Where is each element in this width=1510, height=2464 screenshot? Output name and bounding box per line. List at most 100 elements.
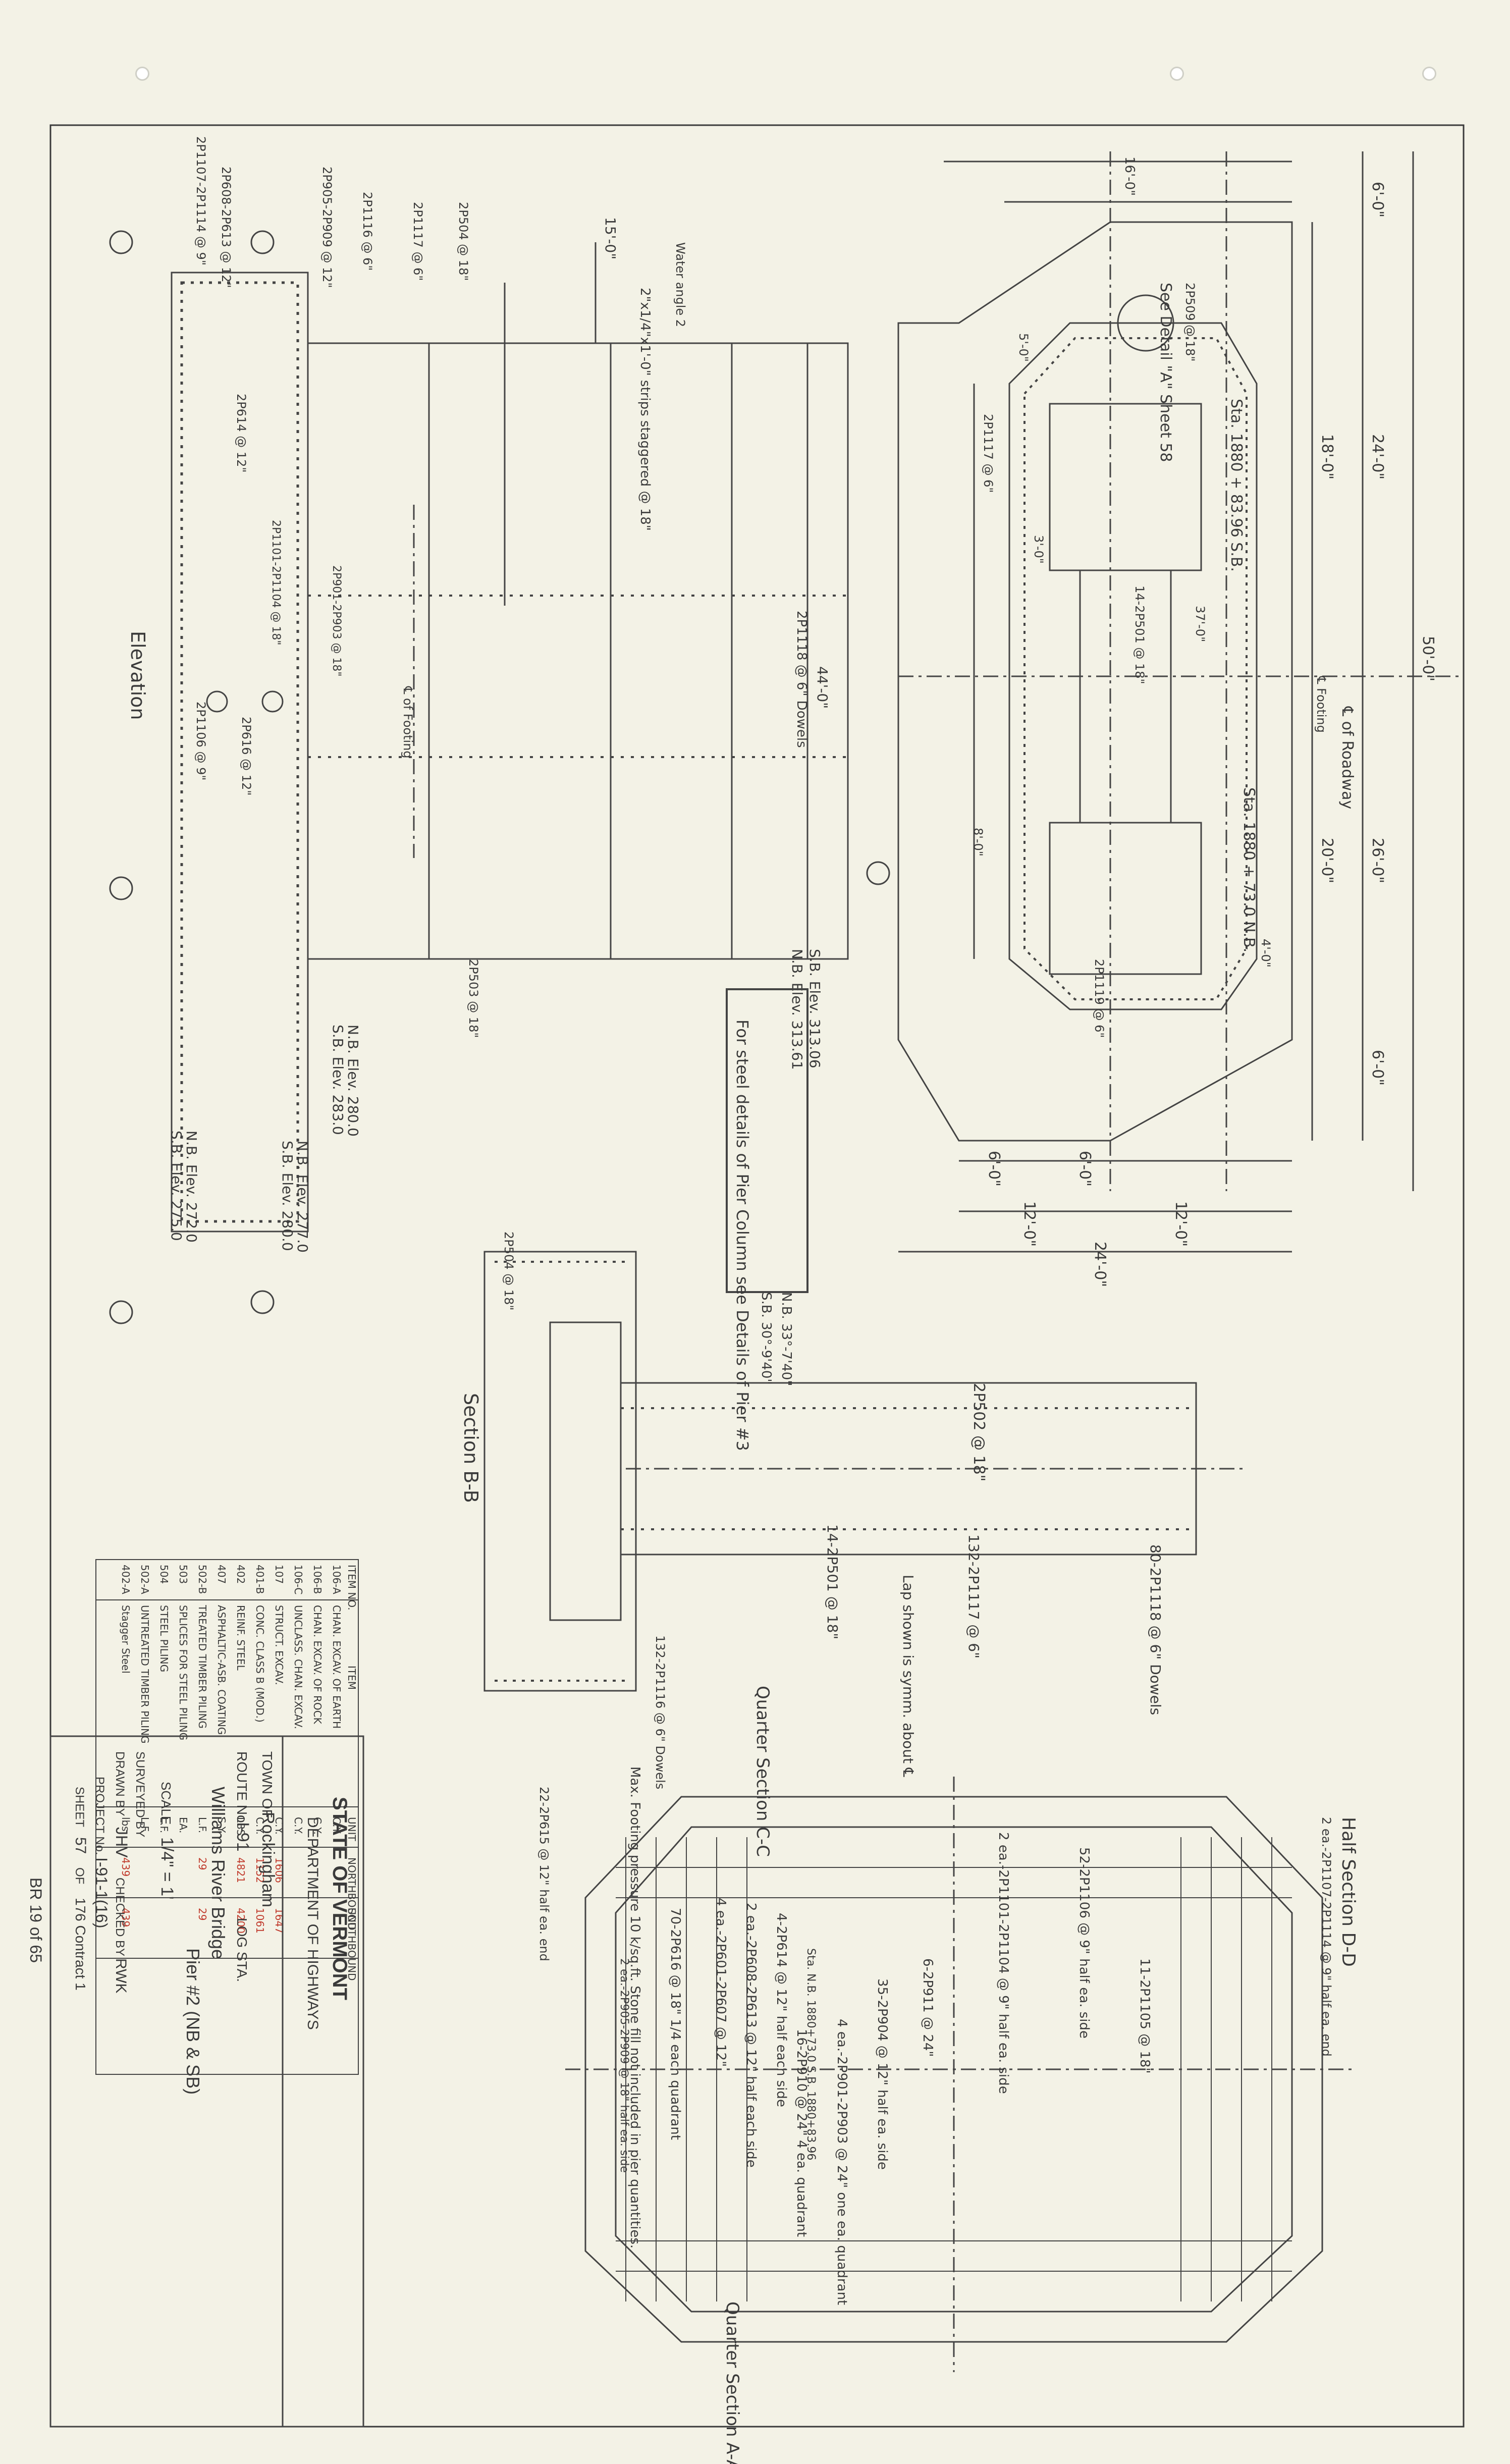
table-cell-southbound: 4200 xyxy=(235,1908,247,1934)
binder-hole xyxy=(1422,67,1436,81)
surveyed-by-label: SURVEYED BY xyxy=(133,1751,147,1837)
dim-24b: 24'-0" xyxy=(1091,1242,1109,1287)
checked-by-label: CHECKED BY xyxy=(113,1878,127,1956)
label-sb-elev-275: S.B. Elev. 275.0 xyxy=(168,1131,185,1241)
project-label: PROJECT No. xyxy=(93,1777,106,1855)
quarter-section-aa xyxy=(565,1777,1353,2372)
bar-2p502: 2P502 @ 18" xyxy=(970,1383,988,1481)
elevation-labels: Elevation 15'-0" 44'-0" 2"x1/4"x1'-0" st… xyxy=(127,136,831,1253)
view-title-half-section-dd: Half Section D-D xyxy=(1338,1817,1359,1967)
drawn-by-value: JHV xyxy=(113,1827,131,1858)
table-cell-item-no: 107 xyxy=(273,1565,285,1584)
label-nb-elev-277: N.B. Elev. 277.0 xyxy=(294,1141,311,1253)
checked-by-value: RWK xyxy=(113,1958,129,1993)
bar-2p504: 2P504 @ 18" xyxy=(502,1231,516,1310)
elevation-view xyxy=(109,230,890,1324)
table-cell-northbound: 439 xyxy=(120,1857,132,1877)
sheet-label: SHEET xyxy=(73,1787,86,1827)
binder-hole xyxy=(1170,67,1184,81)
table-cell-unit: LBS. xyxy=(235,1817,247,1839)
title-block-frame xyxy=(49,1735,364,2428)
table-cell-northbound: 4821 xyxy=(235,1857,247,1883)
elevation-column xyxy=(307,342,849,960)
log-sta-label: LOG STA. xyxy=(234,1918,250,1982)
view-title-quarter-cc: Quarter Section C-C xyxy=(752,1686,773,1857)
dim-6d: 6'-0" xyxy=(1076,1151,1094,1187)
br-note: BR 19 of 65 xyxy=(27,1878,45,1963)
table-cell-unit: lbs. xyxy=(120,1817,132,1835)
bar-2p601: 4 ea.-2P601-2P607 @ 12" xyxy=(713,1898,728,2067)
dim-50: 50'-0" xyxy=(1419,636,1437,681)
table-cell-item: Stagger Steel xyxy=(120,1605,132,1674)
half-section-dd-labels: See Detail "A" Sheet 58 Sta. 1880 + 83.9… xyxy=(971,156,1437,1287)
table-cell-item: CHAN. EXCAV. OF EARTH xyxy=(331,1605,343,1729)
view-title-quarter-aa: Quarter Section A-A xyxy=(722,2301,742,2464)
sheet-value: 57 xyxy=(72,1837,89,1854)
bar-2p1117b: 2P1117 @ 6" xyxy=(981,414,995,493)
label-dowels: 2P1118 @ 6" Dowels xyxy=(794,611,809,748)
bar-elev-11: 2P1101-2P1104 @ 18" xyxy=(269,520,282,646)
state-title: STATE OF VERMONT xyxy=(329,1797,351,2000)
bar-2p905: 2 ea.-2P905-2P909 @ 18" half ea. side xyxy=(618,1958,630,2173)
table-cell-northbound: 29 xyxy=(196,1857,208,1870)
bar-2p910: 16-2P910 @ 24" 4 ea. quadrant xyxy=(794,2029,809,2237)
table-cell-item-no: 401-B xyxy=(254,1565,266,1594)
label-sb-elev-283: S.B. Elev. 283.0 xyxy=(330,1025,346,1135)
shaft-box xyxy=(1049,822,1202,975)
label-sb-elev-top: S.B. Elev. 313.06 xyxy=(806,949,823,1068)
table-cell-southbound: 439 xyxy=(120,1908,132,1927)
table-cell-item-no: 502-A xyxy=(139,1565,151,1594)
label-see-detail: See Detail "A" Sheet 58 xyxy=(1157,283,1174,462)
bar-2p904: 35-2P904 @ 12" half ea. side xyxy=(875,1978,890,2170)
table-cell-item: CHAN. EXCAV. OF ROCK xyxy=(311,1605,323,1725)
table-cell-unit: C.Y. xyxy=(331,1817,343,1835)
bar-elev-10: 2P901-2P903 @ 18" xyxy=(330,565,343,677)
view-title-section-bb: Section B-B xyxy=(460,1393,482,1503)
label-max-pressure: Max. Footing pressure 10 k/sq.ft. Stone … xyxy=(627,1766,642,2248)
table-cell-item: REINF. STEEL xyxy=(235,1605,247,1671)
dim-3: 3'-0" xyxy=(1032,535,1046,564)
table-header-northbound: NORTHBOUND xyxy=(346,1857,358,1931)
table-cell-item-no: 503 xyxy=(177,1565,189,1584)
table-cell-item-no: 504 xyxy=(158,1565,170,1584)
bar-elev-6: 2P504 @ 18" xyxy=(456,202,470,281)
table-cell-southbound: 1061 xyxy=(254,1908,266,1934)
dim-6a: 6'-0" xyxy=(1369,1050,1386,1086)
table-header-southbound: SOUTHBOUND xyxy=(346,1908,358,1980)
table-cell-southbound: 29 xyxy=(196,1908,208,1920)
bar-2p901: 4 ea.-2P901-2P903 @ 24" one ea. quadrant xyxy=(834,2019,849,2305)
bar-2p501-cc: 14-2P501 @ 18" xyxy=(824,1524,841,1639)
of-label: OF xyxy=(73,1867,86,1884)
table-cell-unit: L.F. xyxy=(196,1817,208,1833)
table-cell-unit: C.Y. xyxy=(292,1817,304,1835)
label-sb-angle: S.B. 30°-9'40" xyxy=(759,1292,774,1384)
dim-20: 20'-0" xyxy=(1318,838,1336,883)
section-bb-labels: Section B-B For steel details of Pier Co… xyxy=(460,1020,1164,2248)
table-cell-item: SPLICES FOR STEEL PILING xyxy=(177,1605,189,1740)
table-cell-item: TREATED TIMBER PILING xyxy=(196,1604,208,1729)
dim-44: 44'-0" xyxy=(814,666,831,709)
label-nb-elev-272: N.B. Elev. 272.0 xyxy=(183,1131,200,1243)
quarter-aa-outline xyxy=(584,1796,1323,2343)
table-cell-item: CONC. CLASS B (MOD.) xyxy=(254,1605,266,1723)
table-cell-item-no: 407 xyxy=(215,1565,228,1584)
table-cell-item: ASPHALTIC-ASB. COATING xyxy=(215,1605,228,1735)
table-cell-item: UNTREATED TIMBER PILING xyxy=(139,1605,151,1744)
sheet-border xyxy=(49,124,1465,2428)
dim-6b: 6'-0" xyxy=(1369,182,1386,218)
bridge-name: Williams River Bridge xyxy=(208,1787,229,1959)
table-cell-item: STRUCT. EXCAV. xyxy=(273,1605,285,1685)
bar-elev-1: 2P1107-2P1114 @ 9" xyxy=(194,136,208,265)
project-value: I-91-1(16) xyxy=(92,1857,111,1929)
table-cell-item-no: 402 xyxy=(235,1565,247,1584)
table-cell-item: STEEL PILING xyxy=(158,1605,170,1672)
bar-2p1101: 2 ea.-2P1101-2P1104 @ 9" half ea. side xyxy=(996,1832,1011,2094)
shaft-box xyxy=(1049,403,1202,571)
label-nb-elev-top: N.B. Elev. 313.61 xyxy=(789,949,805,1070)
label-sta-nb: Sta. 1880 + 73.0 N.B. xyxy=(1240,787,1258,952)
table-cell-item-no: 502-B xyxy=(196,1565,208,1594)
bar-2p1107: 2 ea.-2P1107-2P1114 @ 9" half ea. end xyxy=(1319,1817,1333,2057)
table-cell-item-no: 106-C xyxy=(292,1565,304,1594)
